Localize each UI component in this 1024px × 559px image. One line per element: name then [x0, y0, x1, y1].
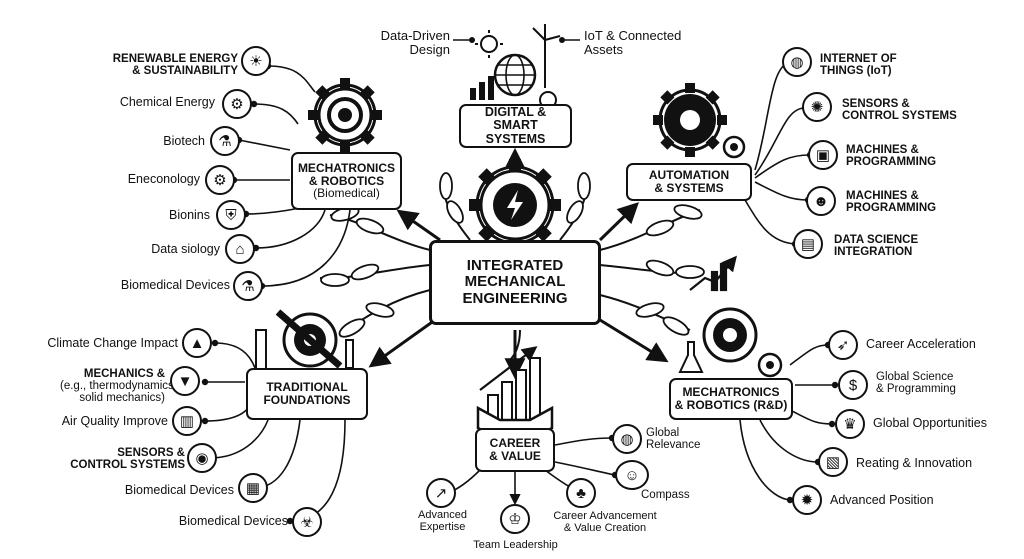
sun-icon — [475, 30, 503, 58]
trend-arrow-icon — [479, 346, 538, 391]
mech-bio-gear-icon — [308, 78, 382, 152]
mech-bio-title-line1: MECHATRONICS — [297, 160, 396, 175]
mech-bio-box: MECHATRONICS & ROBOTICS (Biomedical) — [291, 152, 402, 210]
sensors-control-label: SENSORS &CONTROL SYSTEMS — [842, 98, 957, 123]
career-advancement-label: Career Advancement& Value Creation — [553, 510, 657, 534]
traditional-title-line1: TRADITIONAL — [266, 380, 348, 395]
team-icon: ☺ — [615, 460, 649, 490]
globe-icon: ◍ — [612, 424, 642, 454]
city-icon: ▥ — [172, 406, 202, 436]
chemical-energy-label: Chemical Energy — [119, 95, 215, 109]
flask-icon — [678, 341, 704, 373]
career-acceleration-label: Career Acceleration — [866, 337, 976, 351]
career-box: CAREER & VALUE — [475, 428, 555, 472]
beaker-icon: ⚗ — [233, 271, 263, 301]
robot-gear-icon — [702, 307, 758, 363]
rd-box: MECHATRONICS & ROBOTICS (R&D) — [669, 378, 793, 420]
crown-icon: ♔ — [500, 504, 530, 534]
center-title-line1: INTEGRATED — [466, 257, 564, 275]
digital-title-line1: DIGITAL & SMART — [484, 104, 547, 133]
automation-connectors — [744, 58, 814, 248]
advanced-position-label: Advanced Position — [830, 493, 934, 507]
growth-icon: ↗ — [426, 478, 456, 508]
mech-bio-subtitle: (Biomedical) — [313, 186, 380, 201]
rd-title-line1: MECHATRONICS — [682, 385, 780, 400]
automation-gear-icon — [653, 83, 727, 157]
automation-title-line1: AUTOMATION — [648, 168, 730, 183]
biotech-label: Biotech — [163, 134, 205, 148]
wind-turbine-icon — [532, 24, 561, 88]
renewable-label: RENEWABLE ENERGY& SUSTAINABILITY — [112, 53, 238, 78]
cog-icon: ⚙ — [205, 165, 235, 195]
bar-chart-icon — [470, 76, 494, 100]
global-opportunities-label: Global Opportunities — [873, 416, 987, 430]
biomedical-devices-label: Biomedical Devices — [120, 278, 230, 292]
career-title-line1: CAREER — [489, 436, 541, 451]
digital-title-line2: SYSTEMS — [485, 131, 546, 146]
globe-icon: ◍ — [782, 47, 812, 77]
sensors-control-label-2: SENSORS &CONTROL SYSTEMS — [70, 447, 185, 472]
wind-turbine-icon: ⚙ — [222, 89, 252, 119]
machines-programming-label-2: MACHINES &PROGRAMMING — [846, 190, 937, 215]
digital-box: DIGITAL & SMART SYSTEMS — [459, 104, 572, 148]
wrench-gear-icon — [275, 309, 343, 369]
funnel-icon: ▼ — [170, 366, 200, 396]
building-icon: ⌂ — [225, 234, 255, 264]
tree-icon: ♣ — [566, 478, 596, 508]
main-arrows — [368, 147, 669, 380]
dashboard-icon: ▤ — [793, 229, 823, 259]
dollar-icon: $ — [838, 370, 868, 400]
career-title-line2: & VALUE — [489, 449, 541, 463]
automation-box: AUTOMATION & SYSTEMS — [626, 163, 752, 201]
rd-title-line2: & ROBOTICS (R&D) — [674, 398, 788, 412]
shield-icon: ⛨ — [216, 200, 246, 230]
globe-icon — [493, 53, 537, 97]
mountain-icon: ▲ — [182, 328, 212, 358]
traditional-title-line2: FOUNDATIONS — [263, 393, 351, 407]
leaf-decoration — [320, 172, 705, 338]
bionins-label: Bionins — [169, 208, 210, 222]
global-science-label: Global Science& Programming — [876, 371, 956, 396]
machines-programming-label-1: MACHINES &PROGRAMMING — [846, 144, 937, 169]
mech-bio-connectors — [230, 62, 351, 290]
lightbulb-icon: ✹ — [792, 485, 822, 515]
traditional-box: TRADITIONAL FOUNDATIONS — [246, 368, 368, 420]
growth-chart-icon — [689, 255, 737, 292]
sensor-icon: ◉ — [187, 443, 217, 473]
data-siology-label: Data siology — [151, 242, 220, 256]
flask-icon: ⚗ — [210, 126, 240, 156]
climate-label: Climate Change Impact — [47, 336, 178, 350]
mechanics-label: MECHANICS & (e.g., thermodynamics, solid… — [60, 368, 177, 405]
eneconology-label: Eneconology — [127, 172, 200, 186]
sensor-icon: ✺ — [802, 92, 832, 122]
compass-label: Compass — [641, 489, 690, 501]
air-quality-label: Air Quality Improve — [61, 414, 168, 428]
toolbox-icon: ▣ — [808, 140, 838, 170]
biomedical-devices-label-2: Biomedical Devices — [124, 483, 234, 497]
reating-innovation-label: Reating & Innovation — [856, 456, 973, 470]
solar-icon: ☀ — [241, 46, 271, 76]
chip-icon: ▦ — [238, 473, 268, 503]
certificate-icon: ▧ — [818, 447, 848, 477]
center-box: INTEGRATED MECHANICAL ENGINEERING — [429, 240, 601, 325]
center-gear-icon — [469, 159, 561, 251]
rd-connectors — [739, 341, 839, 504]
center-title-line3: ENGINEERING — [462, 289, 568, 307]
team-leadership-label: Team Leadership — [473, 539, 558, 551]
trophy-icon: ♛ — [835, 409, 865, 439]
engineer-icon: ☻ — [806, 186, 836, 216]
biomedical-devices-label-3: Biomedical Devices — [178, 514, 288, 528]
rocket-icon: ➶ — [828, 330, 858, 360]
automation-title-line2: & SYSTEMS — [654, 181, 724, 195]
mech-bio-title-line2: & ROBOTICS — [308, 173, 385, 188]
center-title-line2: MECHANICAL — [464, 273, 566, 291]
biohazard-icon: ☣ — [292, 507, 322, 537]
